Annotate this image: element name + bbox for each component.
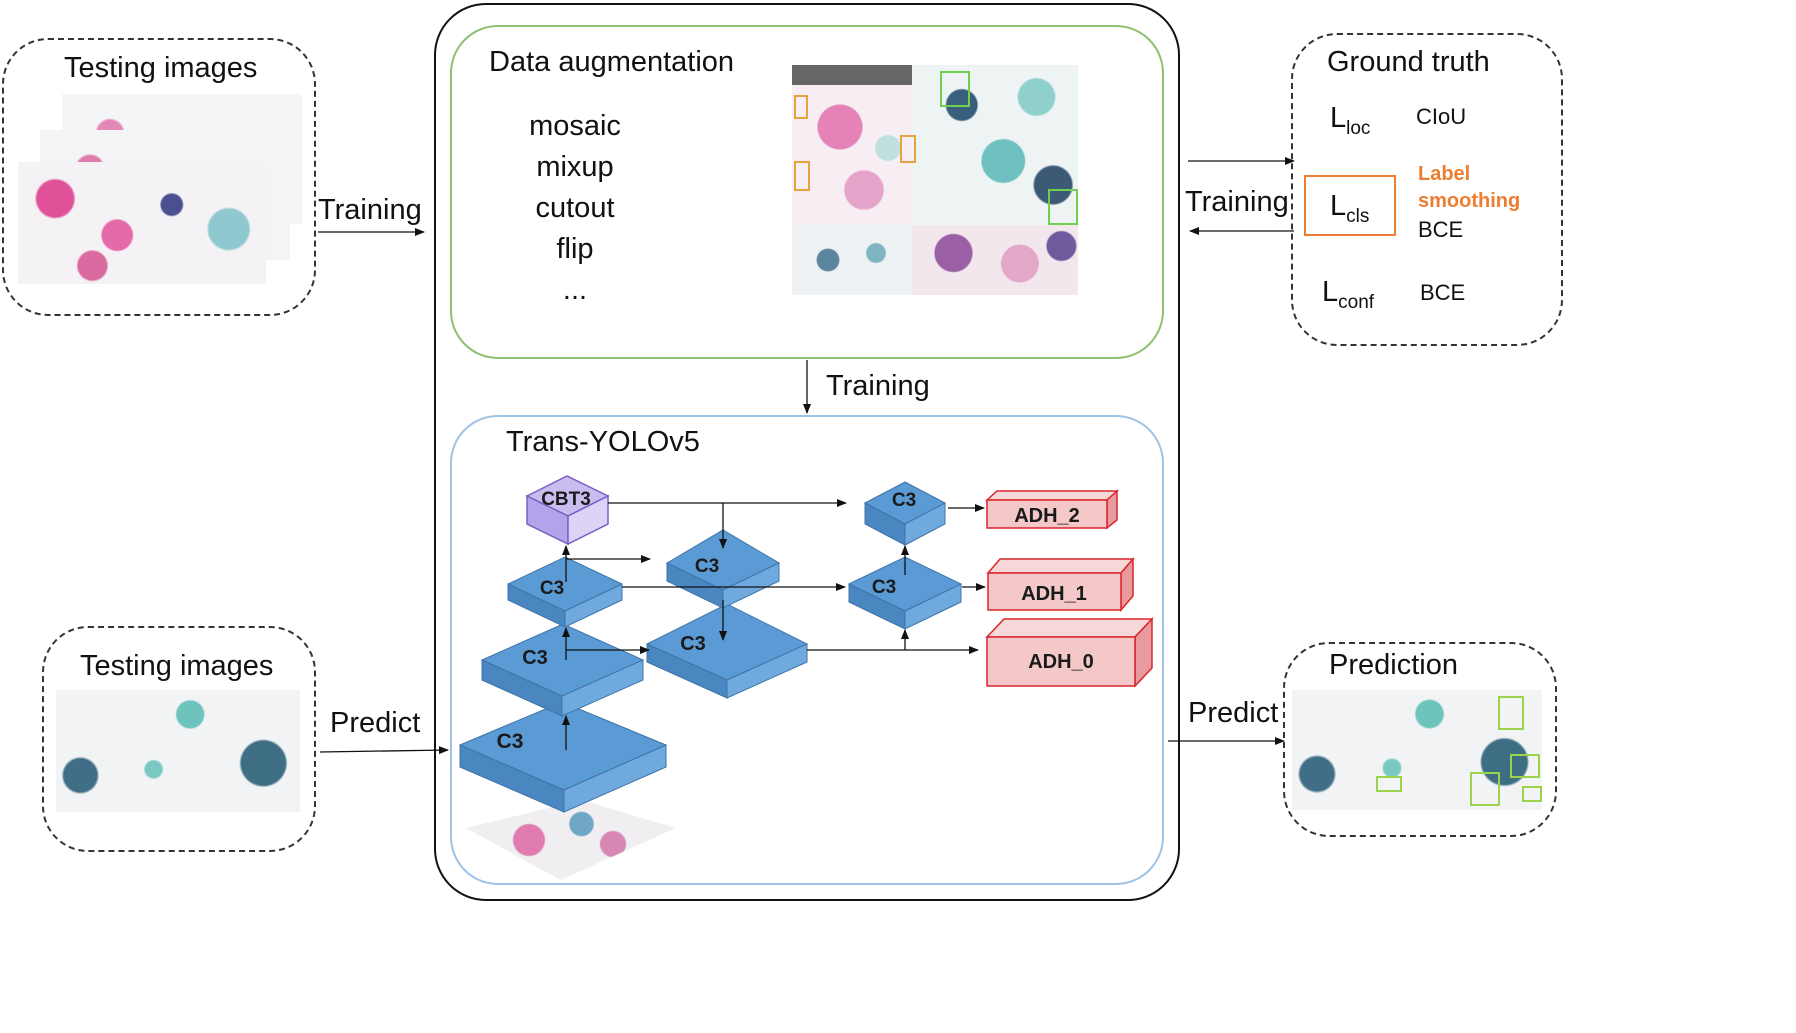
loss-symbol: L (1330, 190, 1347, 222)
network-block-label: C3 (872, 577, 896, 598)
prediction-title: Prediction (1329, 649, 1458, 681)
data-augmentation-title: Data augmentation (489, 46, 735, 78)
prediction-image (1292, 690, 1542, 810)
loss-cls: Lcls (1330, 190, 1369, 228)
testing-images-top-title: Testing images (64, 52, 258, 84)
output-label: ADH_2 (1014, 505, 1080, 527)
network-block-c3-right-top: C3 (863, 481, 947, 546)
output-adh-1: ADH_1 (986, 556, 1135, 613)
output-adh-0: ADH_0 (985, 617, 1154, 688)
loss-cls-label-smoothing: Label smoothing (1418, 163, 1521, 212)
loss-subscript: cls (1346, 205, 1370, 227)
network-block-c3-left-mid: C3 (480, 623, 645, 717)
pipeline-frame (434, 3, 1180, 901)
edge-label-training-right: Training (1185, 186, 1289, 218)
augmentation-item: cutout (535, 192, 615, 224)
network-block-label: C3 (680, 633, 706, 655)
network-block-label: C3 (892, 490, 916, 511)
network-block-c3-right-bottom: C3 (847, 556, 963, 630)
output-label: ADH_1 (1021, 583, 1087, 605)
loss-loc: Lloc (1330, 102, 1370, 140)
augmentation-list: mosaic mixup cutout flip ... (500, 110, 650, 315)
ground-truth-title: Ground truth (1327, 46, 1490, 78)
loss-conf: Lconf (1322, 276, 1374, 314)
loss-symbol: L (1330, 102, 1347, 134)
edge-label-training-mid: Training (826, 370, 930, 402)
augmentation-item: ... (562, 274, 588, 306)
testing-images-top-panel (2, 38, 316, 316)
augmentation-item: mixup (536, 151, 614, 183)
network-block-label: C3 (497, 730, 524, 753)
testing-images-bottom-panel (42, 626, 316, 852)
loss-subscript: conf (1338, 291, 1375, 313)
network-block-label: C3 (522, 647, 548, 669)
mosaic-image (792, 65, 1078, 295)
output-adh-2: ADH_2 (985, 489, 1119, 530)
network-block-label: C3 (540, 578, 564, 599)
network-block-c3-mid-top: C3 (665, 529, 781, 609)
network-block-label: CBT3 (541, 489, 591, 510)
network-connectors (562, 499, 986, 750)
flow-arrows (318, 157, 1295, 755)
augmentation-item: mosaic (529, 110, 621, 142)
loss-subscript: loc (1346, 117, 1371, 139)
output-label: ADH_0 (1028, 651, 1094, 673)
edge-label-training-left: Training (318, 194, 422, 226)
ground-truth-panel (1291, 33, 1563, 346)
loss-cls-highlight-box (1304, 175, 1396, 236)
trans-yolov5-title: Trans-YOLOv5 (506, 426, 700, 458)
loss-symbol: L (1322, 276, 1339, 308)
data-augmentation-panel (450, 25, 1164, 359)
edge-label-predict-right: Predict (1188, 697, 1279, 729)
network-block-label: C3 (695, 556, 719, 577)
loss-cls-desc: BCE (1418, 217, 1464, 242)
trans-yolov5-panel (450, 415, 1164, 885)
augmentation-item: flip (556, 233, 594, 265)
testing-image-stack-front (18, 162, 266, 284)
network-block-c3-bottom: C3 (458, 701, 668, 813)
loss-loc-desc: CIoU (1416, 104, 1467, 129)
edge-label-predict-left: Predict (330, 707, 421, 739)
prediction-panel (1283, 642, 1557, 837)
network-block-cbt3: CBT3 (525, 475, 610, 546)
network-block-c3-mid-bottom: C3 (645, 603, 809, 699)
loss-conf-desc: BCE (1420, 280, 1466, 305)
testing-images-bottom-title: Testing images (80, 650, 274, 682)
network-block-c3-left-top: C3 (506, 556, 624, 628)
testing-image-bottom (56, 690, 300, 812)
